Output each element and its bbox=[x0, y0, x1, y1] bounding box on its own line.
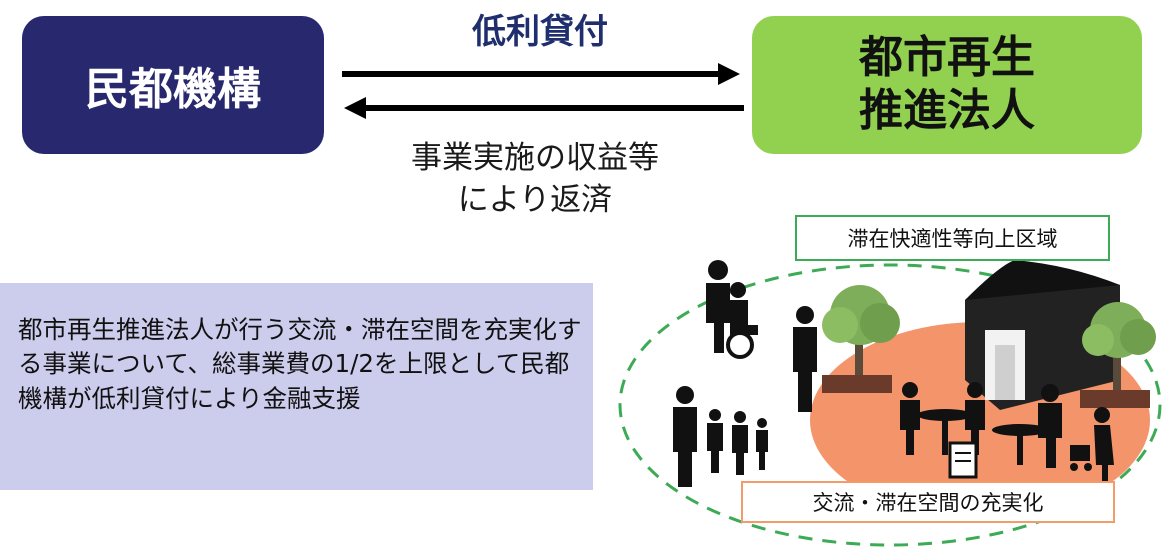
space-label-box: 交流・滞在空間の充実化 bbox=[741, 481, 1115, 523]
tree-icon bbox=[1080, 302, 1156, 408]
cafe-table-icon bbox=[900, 382, 1062, 468]
zone-label-box: 滞在快適性等向上区域 bbox=[795, 215, 1110, 261]
zone-boundary bbox=[618, 263, 1162, 547]
description-box: 都市再生推進法人が行う交流・滞在空間を充実化する事業について、総事業費の1/2を… bbox=[0, 283, 593, 490]
city-corp-label: 都市再生 推進法人 bbox=[859, 32, 1035, 136]
family-icon bbox=[673, 386, 768, 487]
wheelchair-people-icon bbox=[706, 260, 758, 359]
tree-icon bbox=[822, 285, 900, 393]
lend-arrow-label: 低利貸付 bbox=[472, 12, 608, 52]
left-arrow bbox=[344, 97, 744, 119]
stroller-person-icon bbox=[1070, 407, 1114, 483]
minto-box: 民都機構 bbox=[22, 16, 324, 154]
repay-arrow-label: 事業実施の収益等 により返済 bbox=[411, 140, 659, 218]
arrows bbox=[342, 63, 744, 119]
zone-label: 滞在快適性等向上区域 bbox=[847, 227, 1058, 251]
menu-board-icon bbox=[948, 441, 978, 479]
minto-label: 民都機構 bbox=[85, 64, 261, 115]
city-corp-box: 都市再生 推進法人 bbox=[752, 16, 1142, 154]
businessman-icon bbox=[793, 306, 817, 412]
space-label: 交流・滞在空間の充実化 bbox=[812, 491, 1044, 515]
right-arrow bbox=[342, 63, 740, 85]
description-text: 都市再生推進法人が行う交流・滞在空間を充実化する事業について、総事業費の1/2を… bbox=[18, 315, 582, 413]
plaza-illustration bbox=[618, 260, 1162, 547]
building-icon bbox=[965, 260, 1120, 410]
